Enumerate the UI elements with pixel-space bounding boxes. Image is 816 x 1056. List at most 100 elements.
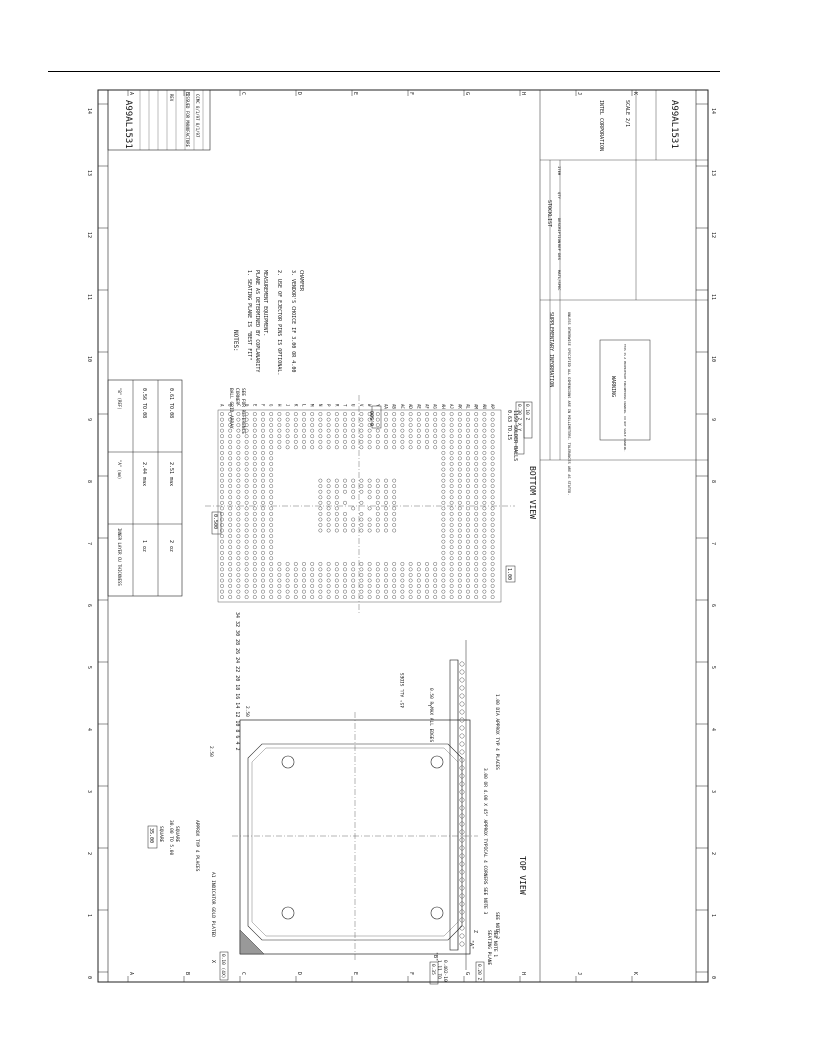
- solder-ball: [416, 567, 421, 572]
- solder-ball: [302, 445, 306, 450]
- solder-ball: [416, 423, 421, 427]
- solder-ball: [449, 562, 454, 566]
- solder-ball: [343, 478, 347, 483]
- zone-number: 11: [710, 294, 716, 300]
- solder-ball: [220, 450, 224, 455]
- solder-ball: [343, 567, 347, 572]
- solder-ball: [261, 434, 265, 439]
- zone-number: 8: [710, 480, 716, 483]
- profile-a: "A": [468, 940, 474, 949]
- solder-ball: [367, 445, 372, 450]
- solder-ball: [244, 545, 249, 550]
- solder-ball: [375, 500, 380, 505]
- solder-ball: [277, 589, 282, 594]
- solder-ball: [236, 500, 241, 505]
- solder-ball: [375, 578, 380, 583]
- solder-ball: [293, 567, 298, 572]
- solder-ball: [318, 423, 323, 427]
- solder-ball: [220, 550, 224, 555]
- solder-ball: [466, 423, 470, 427]
- solder-ball: [474, 478, 479, 483]
- solder-ball: [474, 467, 479, 472]
- solder-ball: [343, 584, 347, 588]
- solder-ball: [334, 423, 339, 427]
- zone-letter: C: [240, 972, 246, 975]
- solder-ball: [269, 578, 274, 583]
- solder-ball: [490, 500, 495, 505]
- corner-label: A1 INDICATOR GOLD PLATED: [210, 872, 216, 937]
- solder-ball: [252, 550, 257, 555]
- solder-ball: [277, 423, 282, 427]
- solder-ball: [220, 523, 224, 527]
- solder-ball: [457, 539, 462, 544]
- solder-ball: [482, 428, 487, 433]
- flatness2-label: 0.20 Z: [476, 964, 482, 981]
- solder-ball: [228, 412, 233, 416]
- solder-ball: [326, 523, 331, 527]
- solder-ball: [408, 417, 413, 422]
- solder-ball: [318, 589, 323, 594]
- solder-ball: [482, 473, 487, 477]
- solder-ball: [326, 506, 331, 511]
- solder-ball: [466, 589, 470, 594]
- solder-ball: [252, 434, 257, 439]
- solder-ball: [228, 523, 233, 527]
- zone-number: 12: [710, 232, 716, 238]
- zone-letter: B: [184, 972, 190, 975]
- solder-ball: [351, 517, 356, 522]
- solder-ball: [244, 473, 249, 477]
- solder-ball: [474, 450, 479, 455]
- solder-ball: [384, 595, 388, 599]
- solder-ball: [285, 445, 290, 450]
- solder-ball: [474, 567, 479, 572]
- solder-ball: [252, 439, 257, 444]
- solder-ball: [482, 523, 487, 527]
- solder-ball: [261, 428, 265, 433]
- solder-ball: [220, 434, 224, 439]
- solder-ball: [441, 434, 446, 439]
- solder-ball: [392, 489, 397, 494]
- solder-ball: [326, 584, 331, 588]
- zone-letter: B: [184, 92, 190, 95]
- zone-letter: D: [296, 92, 302, 95]
- solder-ball: [408, 423, 413, 427]
- solder-ball: [416, 584, 421, 588]
- solder-ball: [359, 434, 364, 439]
- solder-ball: [433, 562, 438, 566]
- stocklist-header: DESCRIPTION: [557, 218, 562, 244]
- solder-ball: [228, 578, 233, 583]
- solder-ball: [400, 417, 405, 422]
- solder-ball: [474, 512, 479, 516]
- solder-ball: [334, 478, 339, 483]
- solder-ball: [425, 567, 429, 572]
- row-letter: AN: [482, 404, 487, 409]
- ball-label-2: CORNER: [234, 388, 240, 405]
- solder-ball: [466, 495, 470, 500]
- notes-title: NOTES:: [232, 330, 239, 352]
- zone-number: 4: [86, 728, 92, 731]
- solder-ball: [408, 434, 413, 439]
- solder-ball: [449, 517, 454, 522]
- solder-ball: [449, 412, 454, 416]
- zone-number: 14: [710, 108, 716, 114]
- solder-ball: [474, 589, 479, 594]
- solder-ball: [220, 428, 224, 433]
- solder-ball: [392, 417, 397, 422]
- solder-ball: [343, 589, 347, 594]
- solder-ball: [351, 489, 356, 494]
- solder-ball: [326, 567, 331, 572]
- row-letter: AD: [408, 404, 413, 409]
- solder-ball: [244, 412, 249, 416]
- solder-ball: [302, 584, 306, 588]
- solder-ball: [318, 567, 323, 572]
- solder-ball: [277, 567, 282, 572]
- solder-ball: [449, 439, 454, 444]
- solder-ball: [474, 595, 479, 599]
- solder-ball: [416, 417, 421, 422]
- solder-ball: [441, 556, 446, 561]
- solder-ball: [269, 473, 274, 477]
- solder-ball: [334, 595, 339, 599]
- solder-ball: [269, 484, 274, 488]
